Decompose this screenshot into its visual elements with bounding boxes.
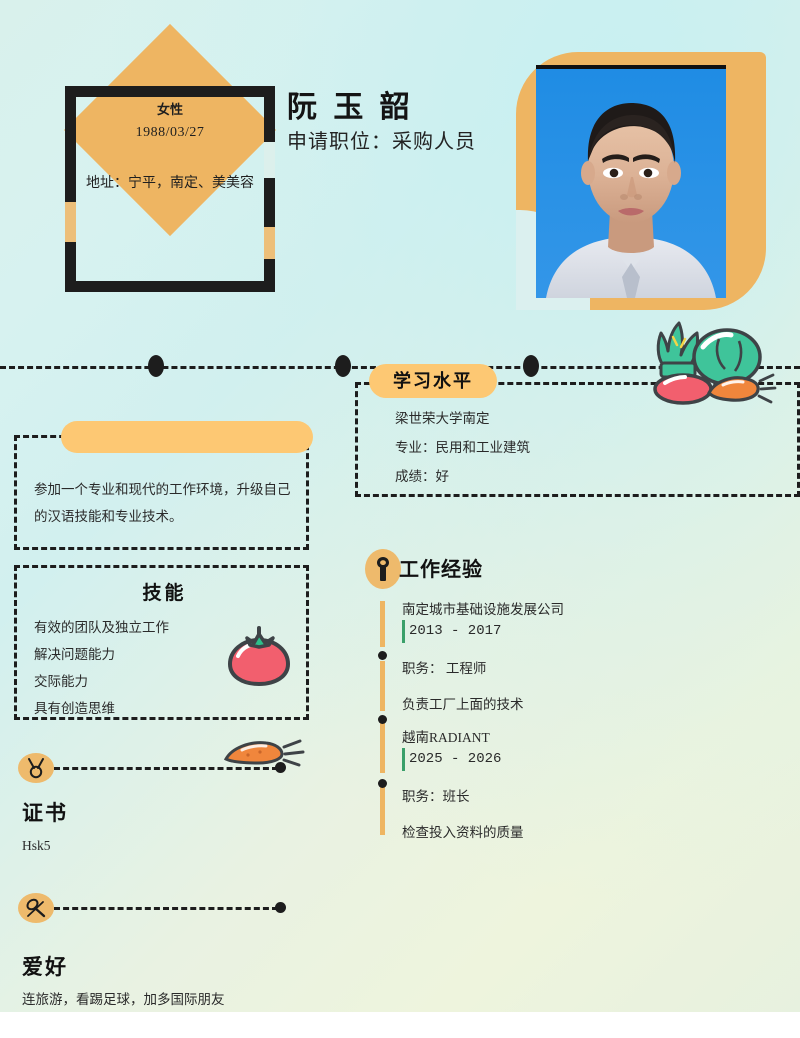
timeline-bar <box>380 787 385 835</box>
header-section: 女性 1988/03/27 地址：宁平，南定、美美容 阮 玉 韶 申请职位：采购… <box>0 0 800 345</box>
wrench-icon <box>365 549 401 589</box>
skills-card: 技能 有效的团队及独立工作 解决问题能力 交际能力 具有创造思维 <box>14 565 309 720</box>
birthdate-text: 1988/03/27 <box>135 125 205 140</box>
education-dashed-box <box>355 382 800 497</box>
education-card: 学习水平 梁世荣大学南定 专业：民用和工业建筑 成绩：好 <box>355 321 800 497</box>
job-company: 越南RADIANT <box>402 730 490 745</box>
timeline-bar <box>380 723 385 773</box>
objective-card: 参加一个专业和现代的工作环境，升级自己的汉语技能和专业技术。 <box>14 421 313 550</box>
carrot-icon <box>223 739 305 767</box>
tomato-icon <box>227 626 291 687</box>
hobby-header-line <box>0 893 330 927</box>
job-role: 职务：班长 <box>402 789 470 804</box>
avatar <box>536 65 726 298</box>
right-column: 学习水平 梁世荣大学南定 专业：民用和工业建筑 成绩：好 工作经验 <box>355 321 800 840</box>
certificate-section: 证书 Hsk5 <box>0 739 330 857</box>
divider-dot <box>335 355 351 377</box>
frame-gap-right-bottom <box>264 227 275 259</box>
personal-info-block: 女性 1988/03/27 地址：宁平，南定、美美容 <box>65 100 275 196</box>
divider-dot <box>523 355 539 377</box>
medal-icon <box>18 753 54 783</box>
education-title: 学习水平 <box>393 371 473 391</box>
gender-text: 女性 <box>156 102 183 117</box>
job-years: 2025 - 2026 <box>402 748 524 771</box>
hobby-title: 爱好 <box>22 956 68 979</box>
certificate-dashed-line <box>54 767 278 770</box>
timeline-dot <box>378 651 387 660</box>
vegetables-icon <box>653 321 777 405</box>
list-item: 具有创造思维 <box>34 701 115 716</box>
certificate-body: Hsk5 <box>22 838 51 853</box>
skills-title: 技能 <box>142 583 187 604</box>
work-experience-title: 工作经验 <box>399 559 483 581</box>
list-item: 交际能力 <box>34 674 88 689</box>
black-square-frame <box>65 86 275 292</box>
timeline-dot <box>378 715 387 724</box>
sports-racket-icon <box>18 893 54 923</box>
photo-container <box>516 52 766 310</box>
hobby-end-dot <box>275 902 286 913</box>
education-line: 梁世荣大学南定 <box>395 411 490 426</box>
hobby-body: 连旅游，看踢足球，加多国际朋友 <box>22 992 225 1007</box>
timeline-bar <box>380 601 385 647</box>
hobby-dashed-line <box>54 907 278 910</box>
certificate-header-line <box>0 739 330 787</box>
frame-gap-left <box>65 202 76 242</box>
education-lines: 梁世荣大学南定 专业：民用和工业建筑 成绩：好 <box>395 404 530 491</box>
education-line: 专业：民用和工业建筑 <box>395 440 530 455</box>
divider-dot <box>148 355 164 377</box>
certificate-end-dot <box>275 762 286 773</box>
job-duty: 负责工厂上面的技术 <box>402 697 524 712</box>
frame-gap-right-top <box>264 142 275 178</box>
job-entry: 南定城市基础设施发展公司 2013 - 2017 职务： 工程师 负责工厂上面的… <box>402 599 564 715</box>
hobby-section: 爱好 连旅游，看踢足球，加多国际朋友 <box>0 893 330 1011</box>
education-line: 成绩：好 <box>395 469 449 484</box>
portrait-illustration <box>546 103 716 298</box>
job-duty: 检查投入资料的质量 <box>402 825 524 840</box>
skills-list: 有效的团队及独立工作 解决问题能力 交际能力 具有创造思维 <box>34 614 169 722</box>
objective-pill-banner <box>61 421 313 453</box>
timeline-bar <box>380 661 385 711</box>
timeline-dot <box>378 779 387 788</box>
address-text: 地址：宁平，南定、美美容 <box>86 176 254 191</box>
objective-text: 参加一个专业和现代的工作环境，升级自己的汉语技能和专业技术。 <box>34 482 291 524</box>
certificate-title: 证书 <box>22 802 68 825</box>
list-item: 有效的团队及独立工作 <box>34 620 169 635</box>
applied-position-text: 申请职位：采购人员 <box>287 131 476 153</box>
list-item: 解决问题能力 <box>34 647 115 662</box>
photo-top-black-bar <box>536 65 726 69</box>
job-company: 南定城市基础设施发展公司 <box>402 602 564 617</box>
job-role: 职务： 工程师 <box>402 661 487 676</box>
education-pill-banner: 学习水平 <box>369 364 497 398</box>
job-entry: 越南RADIANT 2025 - 2026 职务：班长 检查投入资料的质量 <box>402 727 524 843</box>
page-title: 阮 玉 韶 <box>287 91 414 124</box>
job-years: 2013 - 2017 <box>402 620 564 643</box>
